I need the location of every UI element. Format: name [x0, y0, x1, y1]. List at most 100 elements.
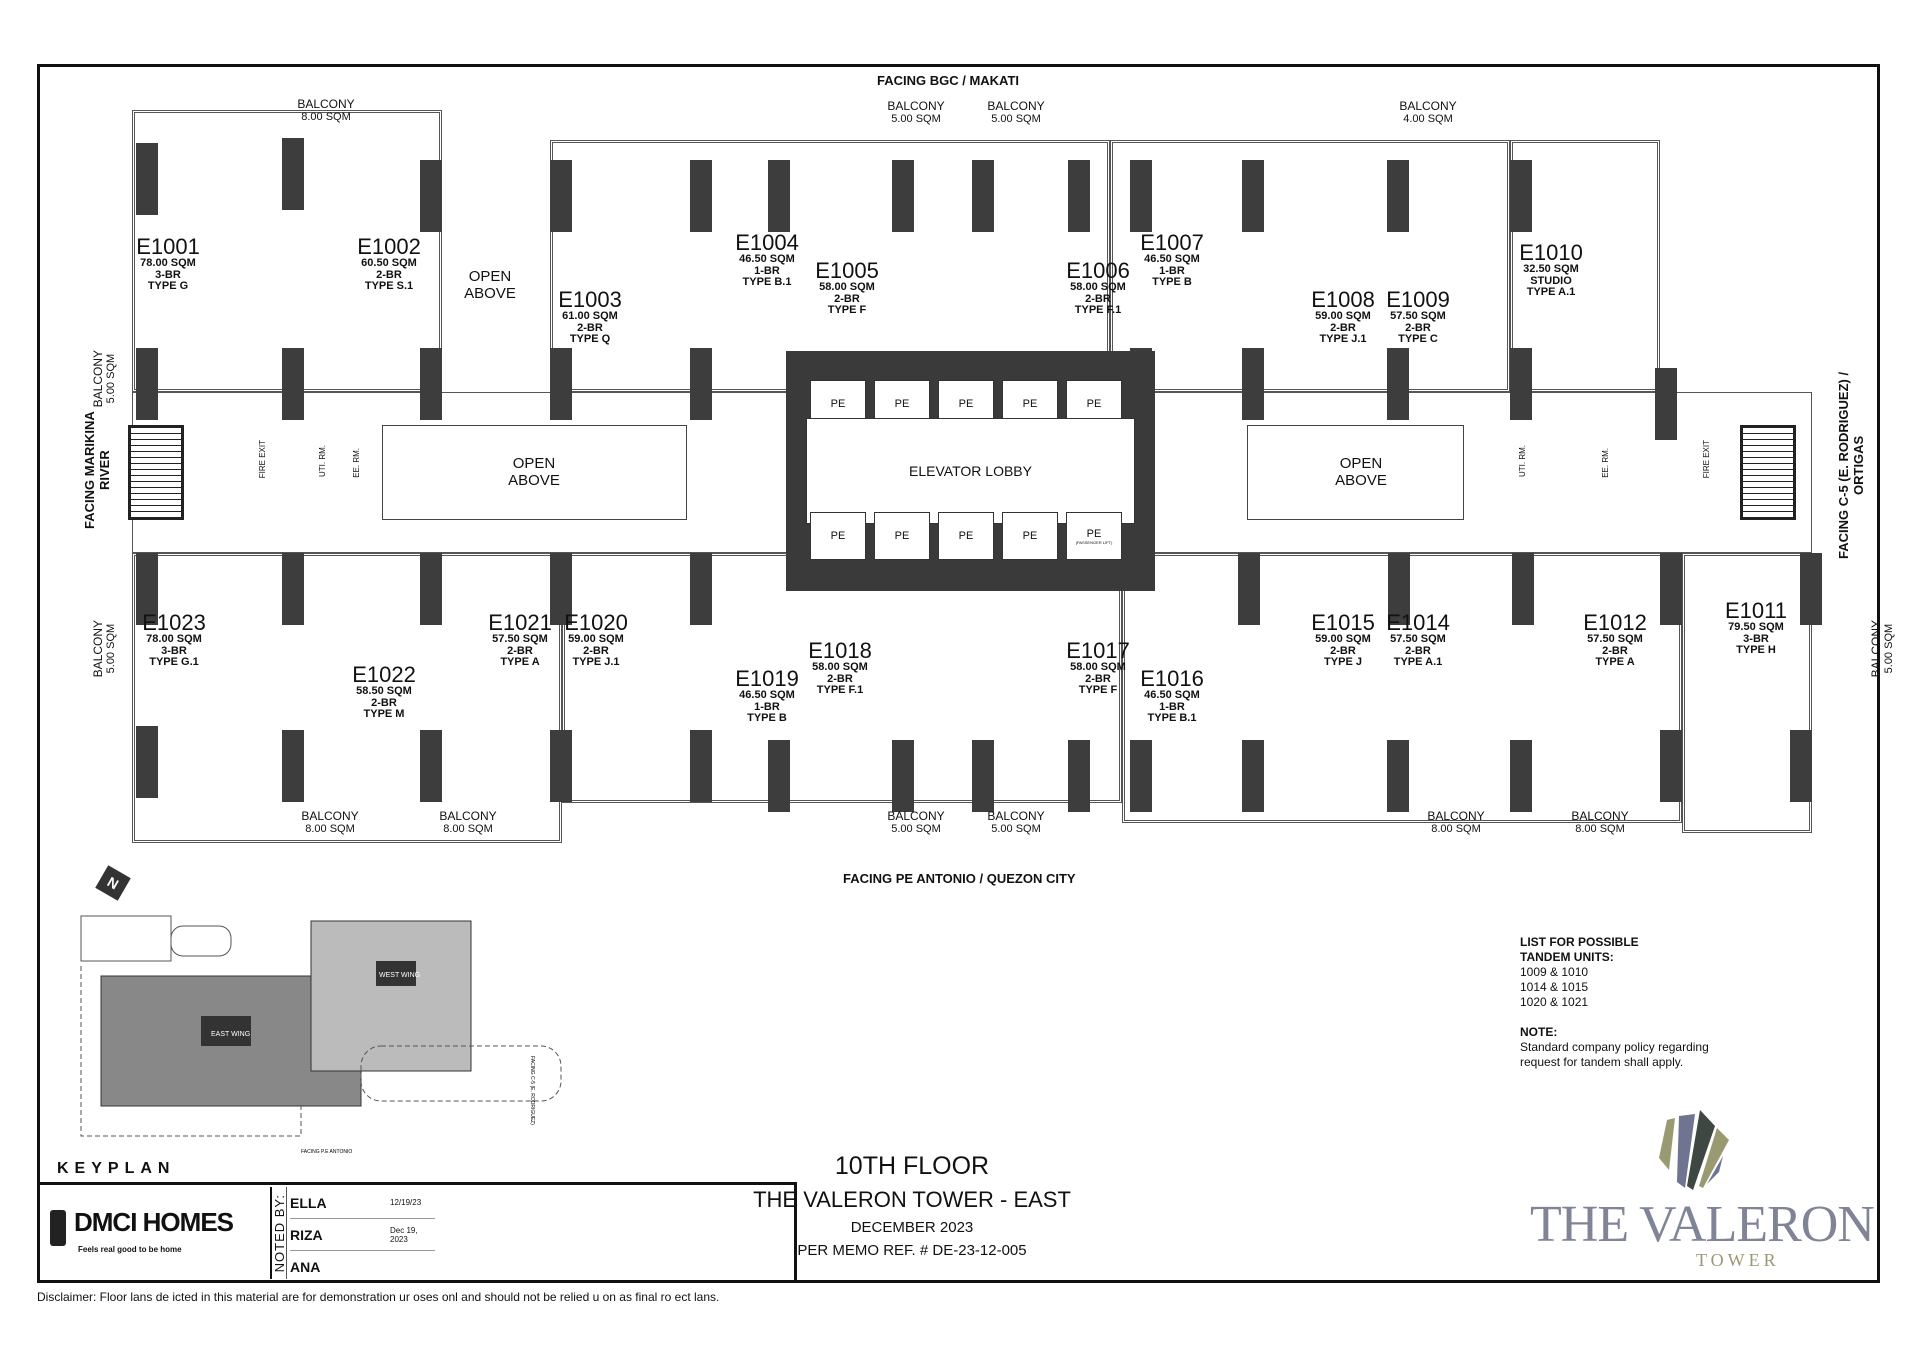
- unit-type: TYPE B.1: [1147, 712, 1197, 725]
- column: [1130, 740, 1152, 812]
- unit-area: 57.50 SQM: [1587, 633, 1643, 646]
- elevator-car: PE: [874, 512, 930, 560]
- unit-br: 2-BR: [1405, 321, 1431, 334]
- column: [1510, 160, 1532, 232]
- column: [550, 348, 572, 420]
- unit-number: E1012: [1583, 610, 1647, 635]
- unit-area: 59.00 SQM: [1315, 633, 1371, 646]
- unit-type: TYPE A: [500, 656, 540, 669]
- column: [1242, 740, 1264, 812]
- column: [420, 730, 442, 802]
- column: [1068, 160, 1090, 232]
- column: [136, 348, 158, 420]
- unit-area: 61.00 SQM: [562, 310, 618, 323]
- column: [972, 160, 994, 232]
- unit-number: E1007: [1140, 230, 1204, 255]
- memo-ref: PER MEMO REF. # DE-23-12-005: [797, 1242, 1027, 1259]
- unit-number: E1006: [1066, 258, 1130, 283]
- column: [1238, 553, 1260, 625]
- unit-number: E1011: [1725, 598, 1787, 623]
- elevators-south: PE PE PE PE PE(PASSENGER LIFT): [810, 512, 1122, 560]
- unit-area: 46.50 SQM: [1144, 689, 1200, 702]
- unit-br: 3-BR: [155, 268, 181, 281]
- unit-type: TYPE C: [1398, 333, 1438, 346]
- column: [892, 740, 914, 812]
- column: [550, 730, 572, 802]
- unit-number: E1004: [735, 230, 799, 255]
- unit-br: 2-BR: [1085, 672, 1111, 685]
- column: [1655, 368, 1677, 440]
- unit-type: TYPE A.1: [1393, 656, 1443, 669]
- keyplan-facing-right: FACING C-5 (E. RODRIGUEZ): [529, 1056, 535, 1125]
- tandem-pair: 1014 & 1015: [1520, 980, 1589, 994]
- unit-number: E1022: [352, 662, 416, 687]
- unit-br: STUDIO: [1530, 274, 1572, 287]
- unit-number: E1005: [815, 258, 879, 283]
- unit-type: TYPE Q: [569, 333, 611, 346]
- elevator-car: PE(PASSENGER LIFT): [1066, 512, 1122, 560]
- unit-number: E1014: [1386, 610, 1450, 635]
- title-block: [37, 1182, 797, 1283]
- unit-number: E1020: [564, 610, 628, 635]
- unit-number: E1021: [488, 610, 552, 635]
- column: [1387, 740, 1409, 812]
- unit-br: 1-BR: [1159, 264, 1185, 277]
- unit-number: E1009: [1386, 287, 1450, 312]
- project-title: THE VALERON TOWER - EAST: [753, 1187, 1071, 1212]
- uti-room-east: UTI. RM.: [1518, 445, 1527, 477]
- column: [1068, 740, 1090, 812]
- unit-number: E1015: [1311, 610, 1375, 635]
- unit-number: E1017: [1066, 638, 1130, 663]
- column: [1800, 553, 1822, 625]
- column: [690, 553, 712, 625]
- column: [972, 740, 994, 812]
- unit-area: 60.50 SQM: [361, 257, 417, 270]
- ee-room-east: EE. RM.: [1601, 448, 1610, 478]
- keyplan-east-wing: EAST WING: [211, 1031, 250, 1038]
- valeron-logo-text: THE VALERON: [1530, 1196, 1875, 1253]
- column: [420, 160, 442, 232]
- wall-block-sw: [132, 553, 562, 843]
- unit-area: 59.00 SQM: [568, 633, 624, 646]
- column: [420, 348, 442, 420]
- column: [1660, 553, 1682, 625]
- unit-type: TYPE G.1: [149, 656, 199, 669]
- elevator-car: PE: [1002, 512, 1058, 560]
- drawing-frame: [37, 64, 1880, 1283]
- column: [892, 160, 914, 232]
- unit-br: 2-BR: [1330, 644, 1356, 657]
- unit-br: 2-BR: [1085, 292, 1111, 305]
- wall-block-e1011: [1682, 553, 1812, 833]
- unit-area: 58.00 SQM: [819, 281, 875, 294]
- elevator-car: PE: [938, 512, 994, 560]
- column: [768, 740, 790, 812]
- facing-bottom-label: FACING PE ANTONIO / QUEZON CITY: [843, 871, 1076, 886]
- dmci-logo-icon: [50, 1210, 66, 1246]
- unit-area: 78.00 SQM: [146, 633, 202, 646]
- unit-number: E1023: [142, 610, 206, 635]
- column: [136, 553, 158, 625]
